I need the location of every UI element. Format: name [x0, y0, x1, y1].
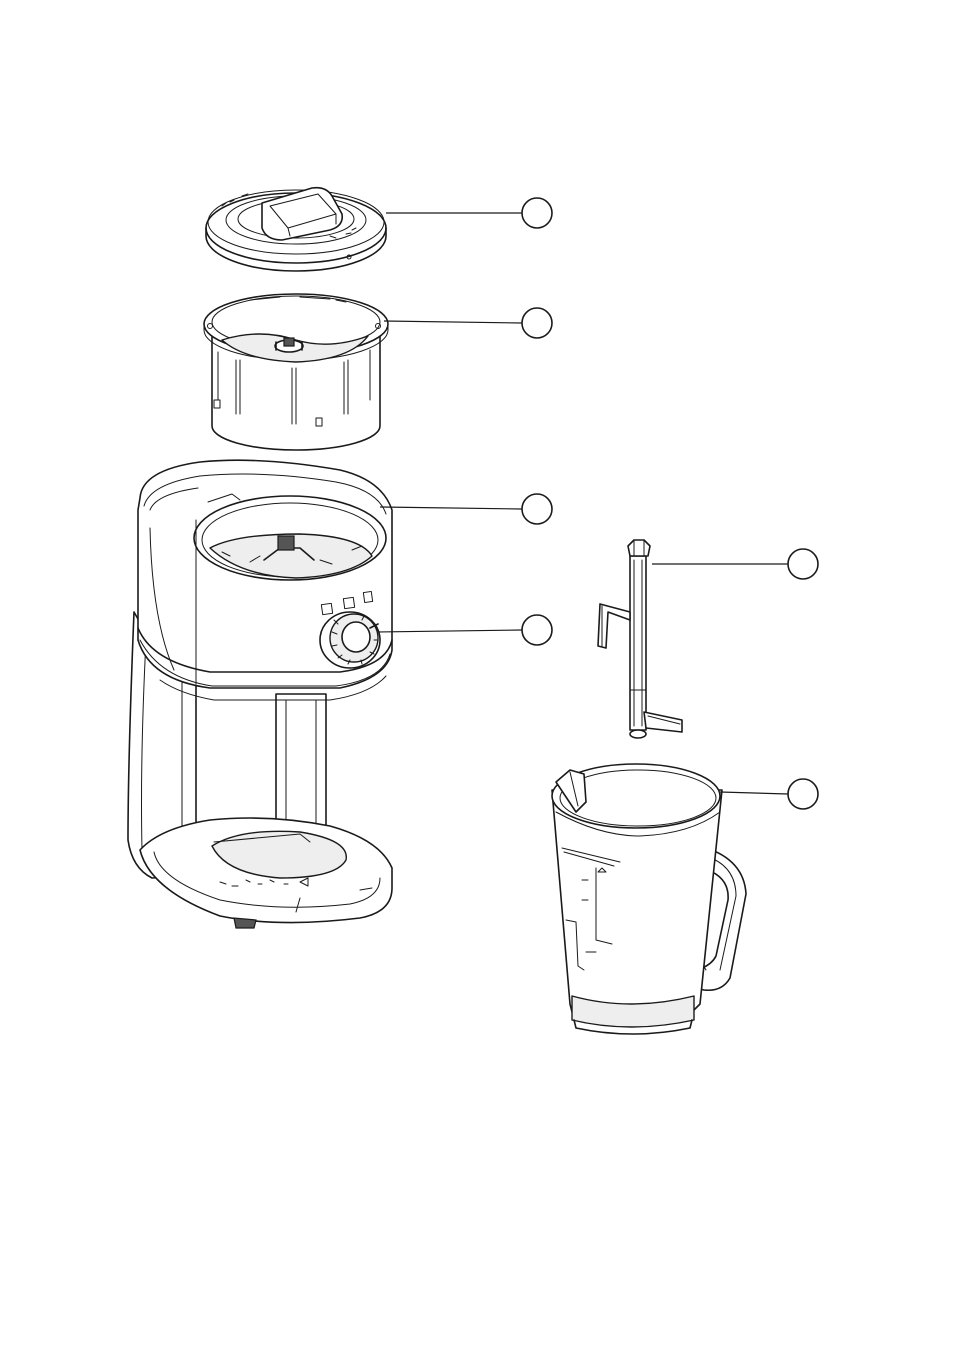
- callout-grinding-chamber: [522, 308, 552, 338]
- leader-line-dial: [378, 630, 522, 632]
- grinding-chamber: [204, 294, 388, 450]
- callout-jug: [788, 779, 818, 809]
- callout-grind-selector-dial: [522, 615, 552, 645]
- leader-line-jug: [720, 792, 788, 794]
- callout-cleaning-tool: [788, 549, 818, 579]
- callout-lid: [522, 198, 552, 228]
- grind-selector-dial: [320, 612, 380, 668]
- callout-motor-housing: [522, 494, 552, 524]
- jug: [552, 764, 746, 1034]
- leader-line-motor-housing: [380, 507, 522, 509]
- motor-housing: [128, 460, 392, 928]
- leader-line-grinding-chamber: [384, 321, 522, 323]
- cleaning-tool: [598, 540, 682, 738]
- lid: [206, 188, 386, 271]
